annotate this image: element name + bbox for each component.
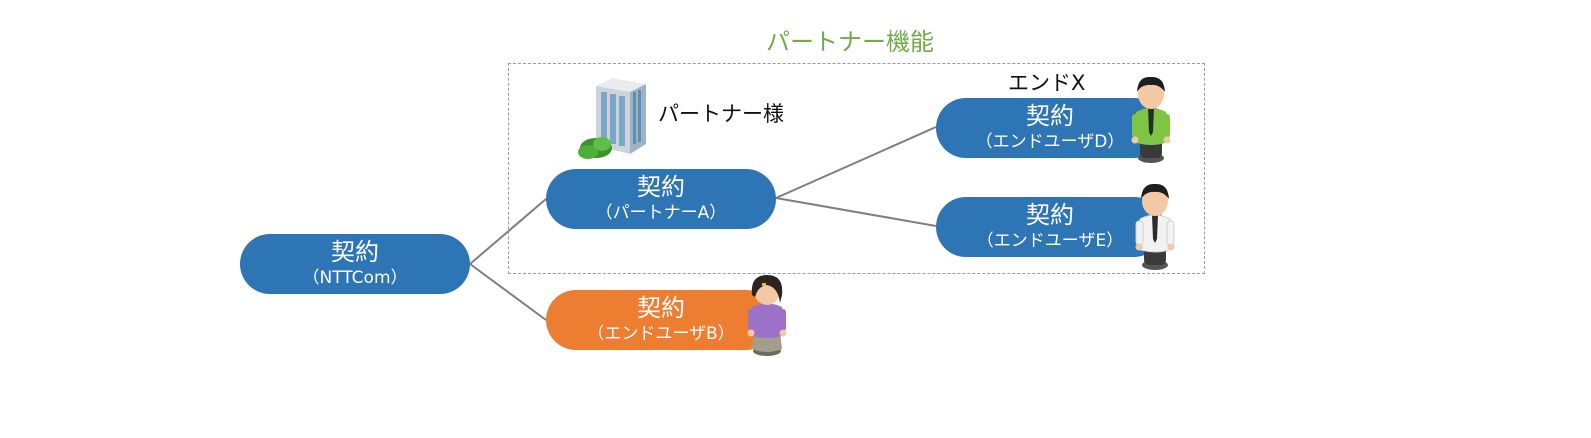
contract-partner-a-node: 契約 （パートナーA） [546, 169, 776, 229]
contract-party: （NTTCom） [302, 268, 408, 288]
contract-label: 契約 [1026, 201, 1074, 229]
contract-party: （エンドユーザE） [976, 231, 1124, 251]
partner-feature-frame [508, 63, 1205, 274]
contract-ntt-node: 契約 （NTTCom） [240, 234, 470, 294]
contract-end-user-b-node: 契約 （エンドユーザB） [546, 290, 776, 350]
contract-party: （エンドユーザB） [587, 324, 735, 344]
contract-label: 契約 [331, 238, 379, 266]
contract-party: （エンドユーザD） [975, 132, 1125, 152]
contract-label: 契約 [637, 294, 685, 322]
partner-feature-title: パートナー機能 [766, 28, 934, 56]
man-green-shirt-icon [1131, 76, 1171, 163]
man-white-shirt-icon [1135, 183, 1175, 270]
contract-end-user-d-node: 契約 （エンドユーザD） [936, 98, 1164, 158]
contract-party: （パートナーA） [595, 203, 727, 223]
office-building-icon [578, 78, 646, 159]
end-x-caption: エンドX [1008, 71, 1086, 95]
partner-caption: パートナー様 [658, 102, 784, 126]
contract-label: 契約 [1026, 102, 1074, 130]
woman-purple-shirt-icon [747, 275, 787, 356]
contract-label: 契約 [637, 173, 685, 201]
contract-end-user-e-node: 契約 （エンドユーザE） [936, 197, 1164, 257]
